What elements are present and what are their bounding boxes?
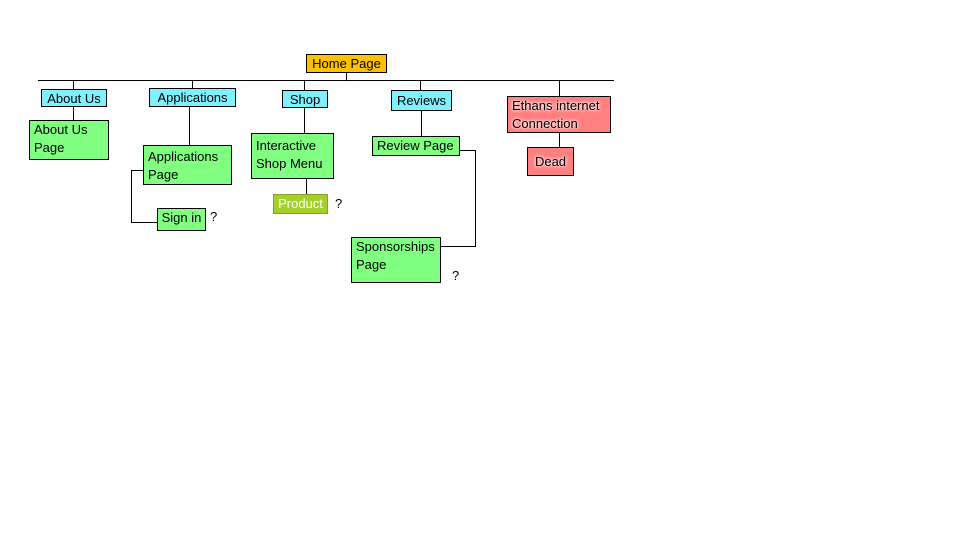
sponsorships-page-label: Sponsorships Page bbox=[356, 239, 435, 272]
dead-label: Dead bbox=[534, 154, 567, 169]
about-us-node: About Us bbox=[41, 89, 107, 107]
review-page-label: Review Page bbox=[377, 138, 454, 153]
interactive-shop-menu-label: Interactive Shop Menu bbox=[256, 138, 323, 171]
sponsorships-page-node: Sponsorships Page bbox=[351, 237, 441, 283]
applications-node: Applications bbox=[149, 88, 236, 107]
review-page-node: Review Page bbox=[372, 136, 460, 156]
applications-page-label: Applications Page bbox=[148, 149, 219, 182]
home-page-node: Home Page bbox=[306, 54, 387, 73]
shop-node: Shop bbox=[282, 90, 328, 108]
about-us-page-label: About Us Page bbox=[34, 122, 88, 155]
about-us-label: About Us bbox=[47, 91, 101, 106]
interactive-shop-menu-node: Interactive Shop Menu bbox=[251, 133, 334, 179]
ethans-internet-node: Ethans internet Connection bbox=[507, 96, 611, 133]
sign-in-question-mark: ? bbox=[210, 209, 218, 224]
connector-sponsorships bbox=[440, 150, 476, 247]
dead-node: Dead bbox=[527, 147, 574, 176]
product-label: Product bbox=[278, 196, 323, 211]
shop-label: Shop bbox=[289, 92, 321, 107]
sponsorships-question-mark: ? bbox=[452, 268, 460, 283]
about-us-page-node: About Us Page bbox=[29, 120, 109, 160]
sign-in-node: Sign in bbox=[157, 208, 206, 231]
ethans-internet-label: Ethans internet Connection bbox=[512, 98, 600, 131]
product-question-mark: ? bbox=[335, 196, 343, 211]
reviews-label: Reviews bbox=[396, 93, 447, 108]
connector-sign-in bbox=[131, 170, 158, 223]
sign-in-label: Sign in bbox=[161, 210, 202, 225]
reviews-node: Reviews bbox=[391, 90, 452, 111]
applications-page-node: Applications Page bbox=[143, 145, 232, 185]
product-node: Product bbox=[273, 194, 328, 214]
applications-label: Applications bbox=[157, 90, 228, 105]
home-page-label: Home Page bbox=[312, 56, 381, 71]
